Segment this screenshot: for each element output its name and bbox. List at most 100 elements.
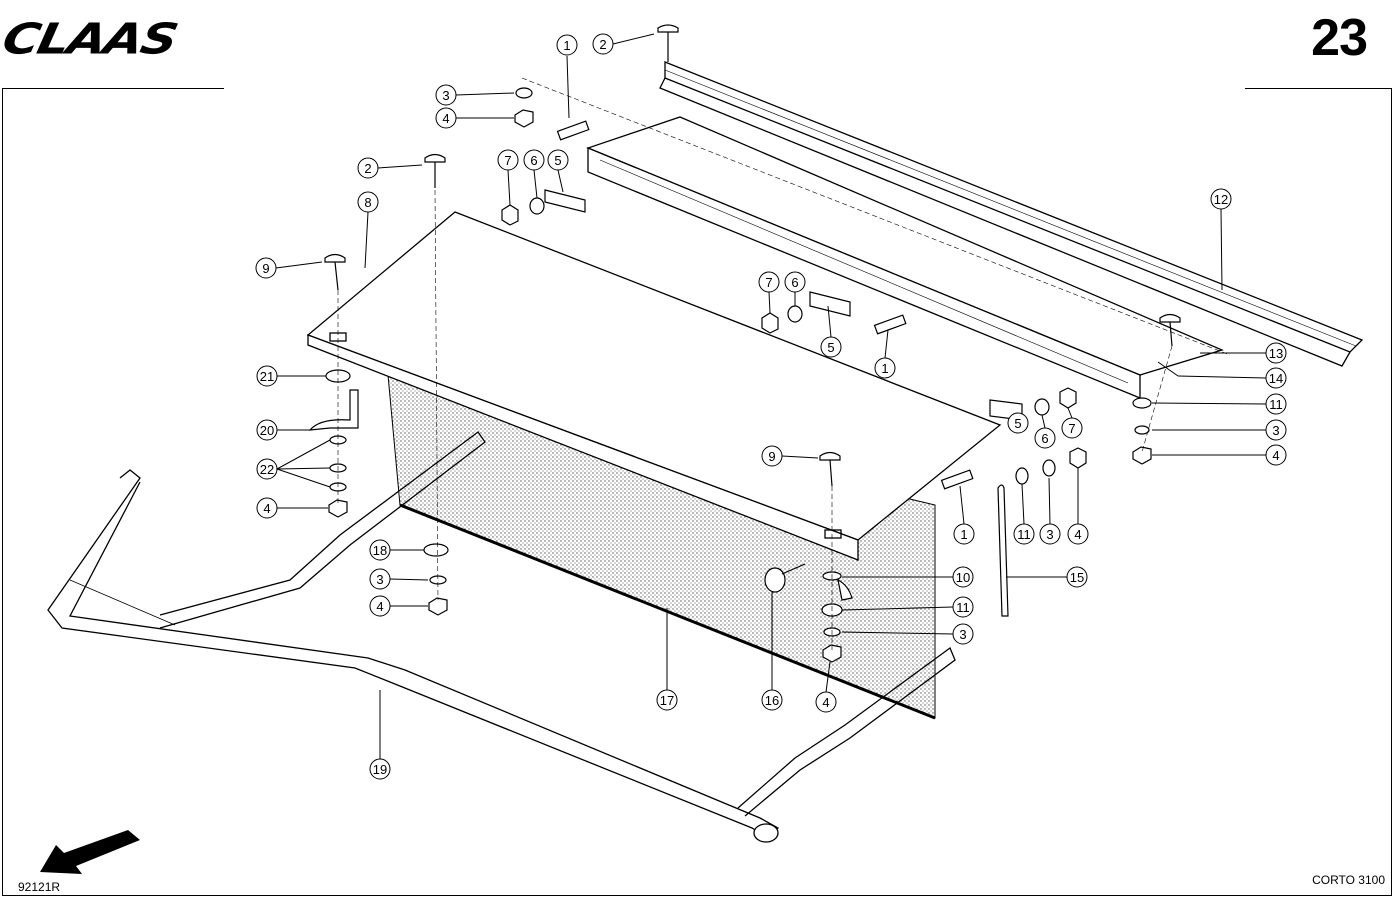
svg-text:4: 4 bbox=[442, 111, 449, 126]
svg-text:12: 12 bbox=[1214, 192, 1228, 207]
svg-text:3: 3 bbox=[959, 627, 966, 642]
callout-11: 11 bbox=[1013, 483, 1035, 545]
svg-text:10: 10 bbox=[956, 570, 970, 585]
svg-text:4: 4 bbox=[1272, 448, 1279, 463]
callout-20: 20 bbox=[256, 419, 310, 441]
svg-text:6: 6 bbox=[1041, 431, 1048, 446]
callout-9: 9 bbox=[255, 257, 323, 279]
arrow-icon bbox=[40, 830, 140, 874]
callout-14: 14 bbox=[1157, 361, 1287, 389]
svg-text:16: 16 bbox=[765, 693, 779, 708]
header-rule-right bbox=[1245, 88, 1392, 89]
callout-2: 2 bbox=[592, 33, 655, 55]
svg-text:4: 4 bbox=[376, 599, 383, 614]
svg-text:9: 9 bbox=[768, 449, 775, 464]
svg-text:7: 7 bbox=[765, 275, 772, 290]
callout-2: 2 bbox=[357, 157, 423, 179]
angle-rail bbox=[659, 61, 1364, 367]
callout-3: 3 bbox=[1039, 477, 1061, 545]
callout-22: 22 bbox=[256, 439, 331, 488]
svg-text:3: 3 bbox=[1272, 423, 1279, 438]
svg-text:13: 13 bbox=[1269, 346, 1283, 361]
callout-4: 4 bbox=[815, 661, 837, 713]
callout-12: 12 bbox=[1210, 188, 1232, 291]
callout-11: 11 bbox=[841, 596, 974, 618]
svg-text:4: 4 bbox=[1074, 527, 1081, 542]
svg-text:7: 7 bbox=[1068, 421, 1075, 436]
callout-13: 13 bbox=[1200, 342, 1287, 364]
callout-7: 7 bbox=[497, 149, 519, 206]
svg-text:6: 6 bbox=[791, 275, 798, 290]
svg-text:4: 4 bbox=[263, 501, 270, 516]
callout-15: 15 bbox=[1006, 566, 1088, 588]
callout-10: 10 bbox=[842, 566, 974, 588]
svg-text:5: 5 bbox=[1014, 416, 1021, 431]
callout-19: 19 bbox=[369, 690, 391, 780]
svg-text:1: 1 bbox=[563, 38, 570, 53]
svg-text:14: 14 bbox=[1269, 371, 1283, 386]
callout-3: 3 bbox=[1152, 419, 1287, 441]
svg-text:11: 11 bbox=[956, 600, 970, 615]
svg-text:19: 19 bbox=[373, 762, 387, 777]
svg-text:18: 18 bbox=[373, 543, 387, 558]
svg-text:4: 4 bbox=[822, 695, 829, 710]
svg-text:5: 5 bbox=[554, 153, 561, 168]
svg-text:20: 20 bbox=[260, 423, 274, 438]
callout-1: 1 bbox=[953, 485, 975, 545]
svg-text:1: 1 bbox=[881, 361, 888, 376]
callout-6: 6 bbox=[523, 149, 545, 199]
callout-4: 4 bbox=[369, 595, 428, 617]
callout-7: 7 bbox=[1061, 407, 1083, 439]
svg-text:3: 3 bbox=[376, 572, 383, 587]
svg-text:15: 15 bbox=[1070, 570, 1084, 585]
callout-16: 16 bbox=[761, 592, 783, 711]
upper-cover-plate bbox=[586, 116, 1224, 399]
callout-6: 6 bbox=[784, 271, 806, 306]
page-number: 23 bbox=[1311, 9, 1368, 67]
callout-5: 5 bbox=[1007, 412, 1029, 434]
svg-text:11: 11 bbox=[1017, 527, 1031, 542]
svg-text:21: 21 bbox=[260, 369, 274, 384]
callout-7: 7 bbox=[758, 271, 780, 314]
callout-1: 1 bbox=[874, 329, 896, 379]
callout-21: 21 bbox=[256, 365, 326, 387]
callout-18: 18 bbox=[369, 539, 424, 561]
svg-text:22: 22 bbox=[260, 462, 274, 477]
callout-5: 5 bbox=[547, 149, 569, 193]
callout-3: 3 bbox=[435, 84, 515, 106]
svg-text:3: 3 bbox=[1046, 527, 1053, 542]
svg-text:5: 5 bbox=[827, 340, 834, 355]
svg-text:17: 17 bbox=[660, 693, 674, 708]
drawing-frame bbox=[2, 88, 1392, 896]
svg-text:11: 11 bbox=[1269, 397, 1283, 412]
model-name: CORTO 3100 bbox=[1312, 873, 1385, 887]
callout-9: 9 bbox=[761, 445, 819, 467]
callout-8: 8 bbox=[357, 191, 379, 269]
svg-text:2: 2 bbox=[364, 161, 371, 176]
svg-text:2: 2 bbox=[599, 37, 606, 52]
assembly-axes bbox=[337, 77, 1231, 650]
callout-17: 17 bbox=[656, 608, 678, 711]
callout-5: 5 bbox=[820, 305, 842, 358]
callouts: 1 1 1 2 2 3 3 3 3 3 4 4 4 4 4 4 5 5 5 6 … bbox=[255, 33, 1287, 780]
callout-4: 4 bbox=[256, 497, 328, 519]
svg-text:3: 3 bbox=[442, 88, 449, 103]
callout-1: 1 bbox=[556, 34, 578, 119]
tube-frame bbox=[47, 431, 956, 843]
header-rule-left bbox=[2, 88, 224, 89]
callout-6: 6 bbox=[1034, 414, 1056, 449]
callout-3: 3 bbox=[369, 568, 429, 590]
callout-11: 11 bbox=[1151, 393, 1287, 415]
svg-text:1: 1 bbox=[960, 527, 967, 542]
callout-3: 3 bbox=[841, 623, 974, 645]
callout-4: 4 bbox=[1152, 444, 1287, 466]
callout-4: 4 bbox=[435, 107, 514, 129]
svg-text:8: 8 bbox=[364, 195, 371, 210]
svg-text:7: 7 bbox=[504, 153, 511, 168]
callout-4: 4 bbox=[1067, 468, 1089, 545]
svg-text:9: 9 bbox=[262, 261, 269, 276]
svg-text:6: 6 bbox=[530, 153, 537, 168]
drawing-number: 92121R bbox=[18, 880, 61, 894]
